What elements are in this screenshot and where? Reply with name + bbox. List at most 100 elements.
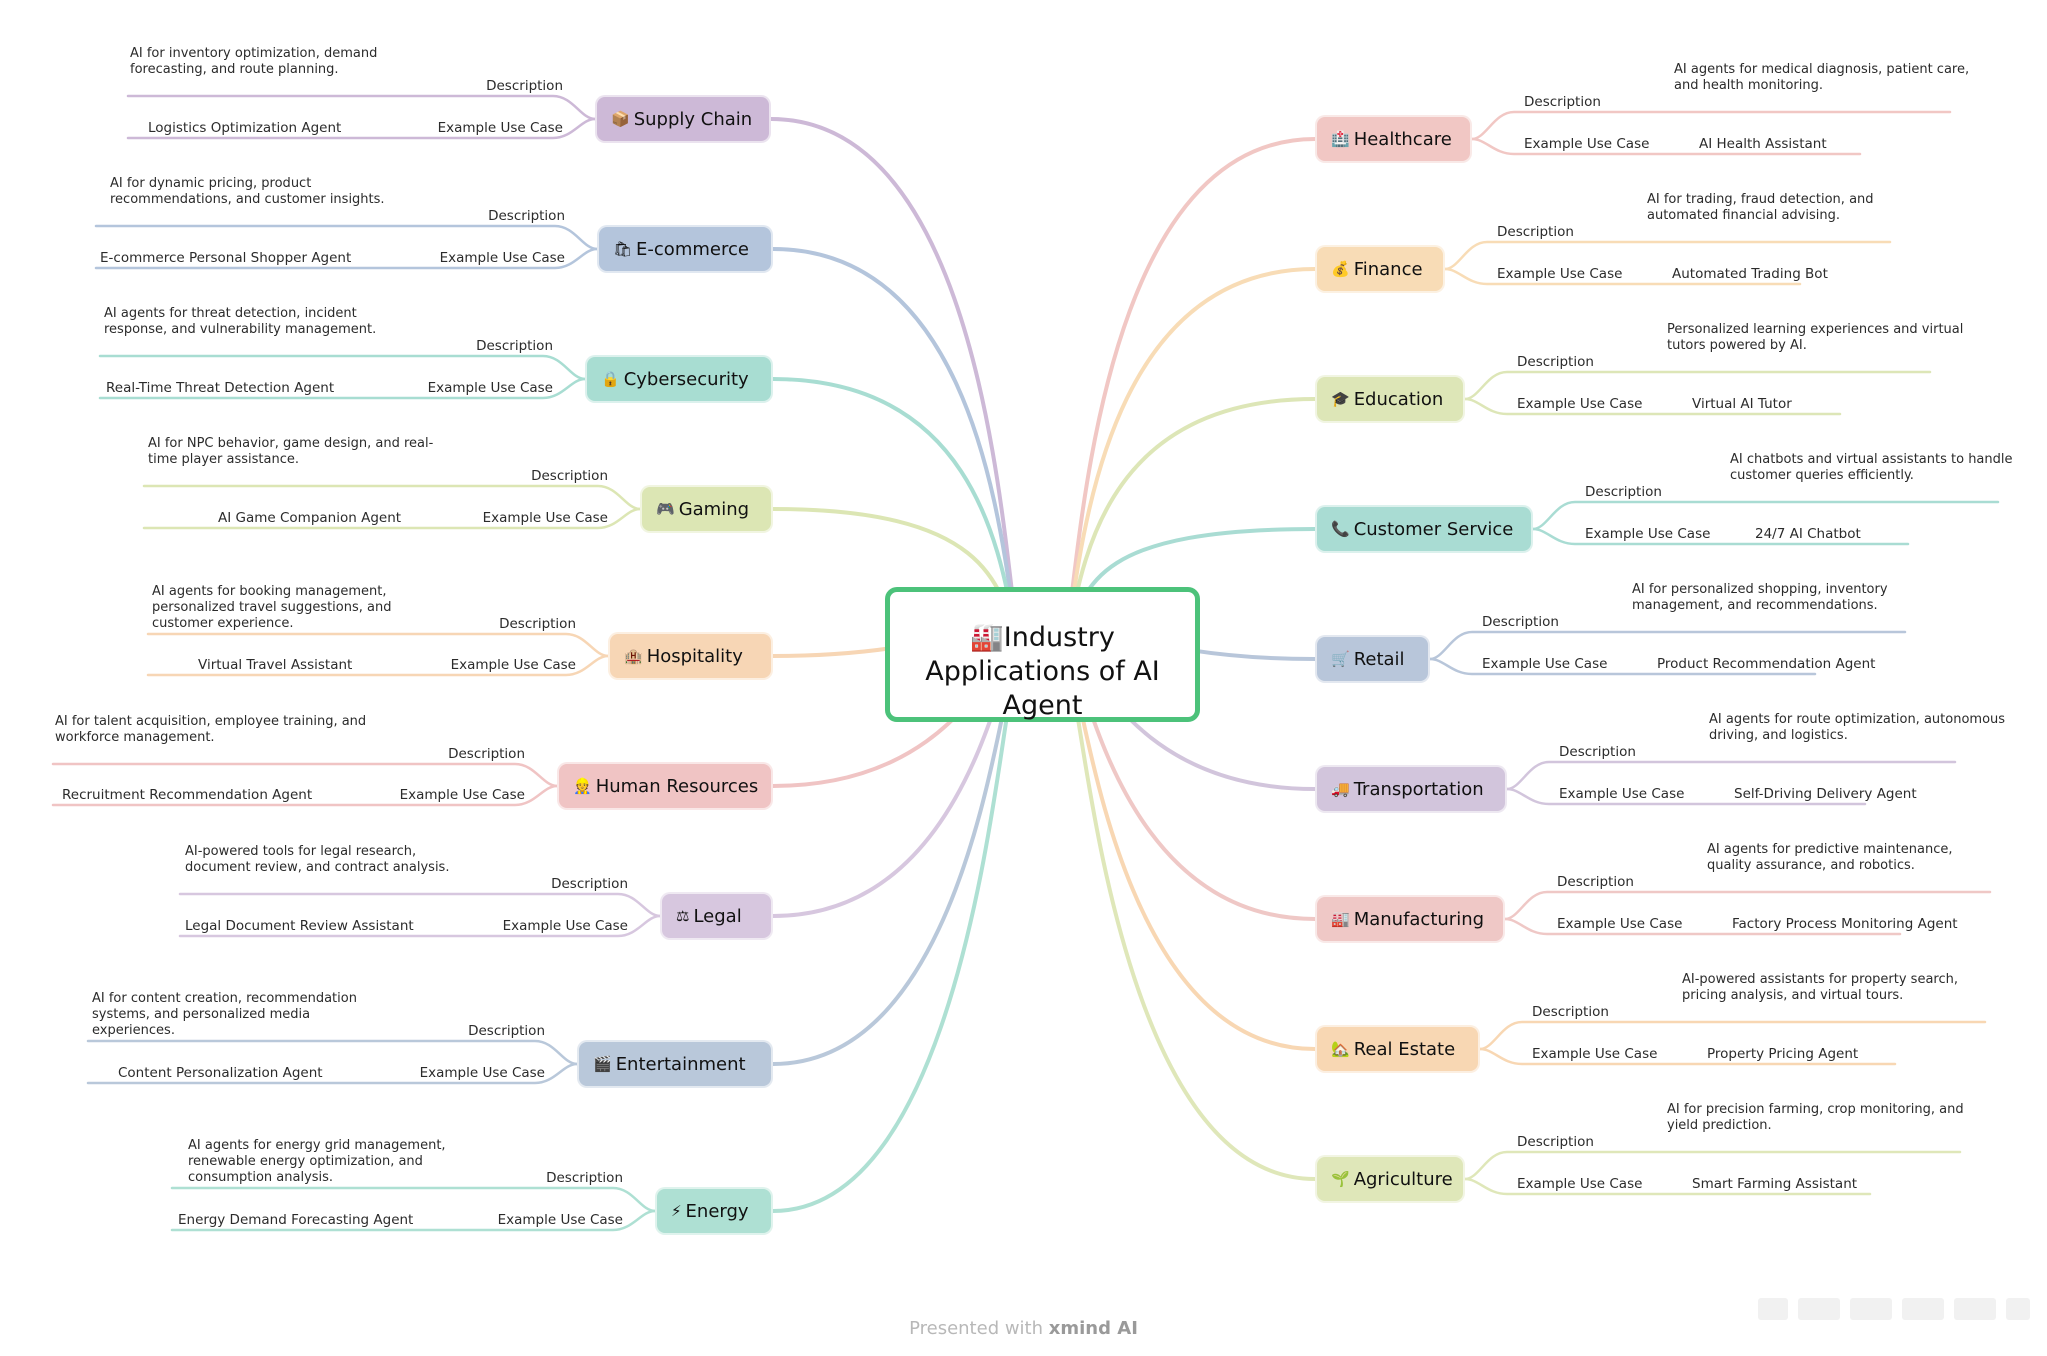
use-case-text: Recruitment Recommendation Agent (62, 787, 313, 803)
description-label: Description (551, 876, 628, 892)
topic-manufacturing[interactable]: 🏭Manufacturing (1315, 895, 1505, 943)
use-case-text: Real-Time Threat Detection Agent (106, 380, 335, 396)
topic-retail[interactable]: 🛒Retail (1315, 635, 1430, 683)
telephone-icon: 📞 (1331, 520, 1350, 538)
topic-customer-service[interactable]: 📞Customer Service (1315, 505, 1533, 553)
use-case-connector (178, 914, 662, 938)
use-case-connector (1443, 267, 1802, 286)
use-case-text: Self-Driving Delivery Agent (1734, 786, 1917, 802)
toolbar-button[interactable] (1954, 1298, 1996, 1320)
topic-healthcare[interactable]: 🏥Healthcare (1315, 115, 1472, 163)
use-case-text: Smart Farming Assistant (1692, 1176, 1858, 1192)
topic-label: Human Resources (595, 775, 759, 797)
use-case-label: Example Use Case (419, 1065, 545, 1081)
factory-icon: 🏭 (1331, 910, 1350, 928)
use-case-label: Example Use Case (1497, 266, 1623, 282)
description-text: AI agents for route optimization, autono… (1709, 712, 2006, 743)
description-connector (170, 1186, 657, 1213)
description-connector (1428, 630, 1907, 661)
sprout-icon: 🌱 (1331, 1170, 1350, 1188)
toolbar-button[interactable] (1902, 1298, 1944, 1320)
description-label: Description (468, 1023, 545, 1039)
hotel-icon: 🏨 (624, 647, 643, 665)
topic-legal[interactable]: ⚖Legal (660, 892, 773, 940)
lightning-icon: ⚡ (671, 1202, 682, 1220)
use-case-connector (51, 784, 559, 807)
gamepad-icon: 🎮 (656, 500, 675, 518)
topic-label: Finance (1353, 258, 1423, 280)
use-case-connector (1505, 787, 1867, 806)
topic-agriculture[interactable]: 🌱Agriculture (1315, 1155, 1465, 1203)
use-case-text: Product Recommendation Agent (1657, 656, 1876, 672)
use-case-connector (1531, 527, 1910, 546)
description-label: Description (499, 616, 576, 632)
topic-education[interactable]: 🎓Education (1315, 375, 1465, 423)
toolbar-button[interactable] (1850, 1298, 1892, 1320)
branch-connector (1065, 137, 1317, 632)
description-text: AI agents for threat detection, incident… (104, 306, 377, 337)
use-case-label: Example Use Case (1532, 1046, 1658, 1062)
description-text: AI for NPC behavior, game design, and re… (148, 436, 434, 467)
shopping-cart-icon: 🛒 (1331, 650, 1350, 668)
toolbar-button[interactable] (2006, 1298, 2030, 1320)
topic-entertainment[interactable]: 🎬Entertainment (577, 1040, 773, 1088)
use-case-connector (146, 654, 610, 677)
topic-hospitality[interactable]: 🏨Hospitality (608, 632, 773, 680)
toolbar-button[interactable] (1798, 1298, 1840, 1320)
topic-finance[interactable]: 💰Finance (1315, 245, 1445, 293)
use-case-label: Example Use Case (497, 1212, 623, 1228)
use-case-text: Virtual AI Tutor (1692, 396, 1792, 412)
topic-cybersecurity[interactable]: 🔒Cybersecurity (585, 355, 773, 403)
use-case-text: Legal Document Review Assistant (185, 918, 414, 934)
description-connector (94, 224, 599, 251)
graduation-cap-icon: 🎓 (1331, 390, 1350, 408)
description-label: Description (1557, 874, 1634, 890)
shopping-bag-icon: 🛍 (613, 240, 633, 258)
use-case-text: Automated Trading Bot (1672, 266, 1828, 282)
description-label: Description (546, 1170, 623, 1186)
use-case-text: Content Personalization Agent (118, 1065, 323, 1081)
worker-icon: 👷 (573, 777, 592, 795)
use-case-text: Virtual Travel Assistant (198, 657, 353, 673)
topic-label: Energy (685, 1200, 749, 1222)
description-label: Description (476, 338, 553, 354)
use-case-label: Example Use Case (437, 120, 563, 136)
topic-transportation[interactable]: 🚚Transportation (1315, 765, 1507, 813)
topic-label: Healthcare (1353, 128, 1452, 150)
description-connector (1470, 110, 1952, 141)
description-connector (146, 632, 610, 658)
use-case-text: Factory Process Monitoring Agent (1732, 916, 1958, 932)
use-case-connector (1478, 1047, 1897, 1066)
topic-e-commerce[interactable]: 🛍E-commerce (597, 225, 773, 273)
description-connector (1443, 240, 1892, 271)
branch-connector (771, 247, 1019, 638)
description-label: Description (488, 208, 565, 224)
topic-real-estate[interactable]: 🏡Real Estate (1315, 1025, 1480, 1073)
topic-supply-chain[interactable]: 📦Supply Chain (595, 95, 771, 143)
use-case-label: Example Use Case (439, 250, 565, 266)
use-case-label: Example Use Case (502, 918, 628, 934)
central-topic-icon: 🏭 (970, 621, 1004, 653)
description-text: AI for dynamic pricing, product recommen… (110, 176, 385, 207)
footer-prefix: Presented with (909, 1318, 1044, 1339)
description-connector (86, 1039, 579, 1066)
central-topic[interactable]: 🏭Industry Applications of AI Agent (885, 587, 1200, 722)
footer-brand: xmind AI (1048, 1318, 1138, 1339)
description-connector (1505, 760, 1957, 791)
description-text: AI for inventory optimization, demand fo… (130, 46, 378, 77)
use-case-connector (170, 1209, 657, 1232)
use-case-label: Example Use Case (399, 787, 525, 803)
description-label: Description (1517, 354, 1594, 370)
description-text: AI for precision farming, crop monitorin… (1667, 1102, 1964, 1133)
use-case-connector (86, 1062, 579, 1085)
toolbar-button[interactable] (1758, 1298, 1788, 1320)
use-case-label: Example Use Case (427, 380, 553, 396)
topic-label: E-commerce (636, 238, 749, 260)
description-text: AI agents for medical diagnosis, patient… (1674, 62, 1970, 93)
topic-energy[interactable]: ⚡Energy (655, 1187, 773, 1235)
topic-gaming[interactable]: 🎮Gaming (640, 485, 773, 533)
description-text: AI chatbots and virtual assistants to ha… (1730, 452, 2013, 483)
topic-human-resources[interactable]: 👷Human Resources (557, 762, 773, 810)
film-icon: 🎬 (593, 1055, 612, 1073)
description-label: Description (486, 78, 563, 94)
